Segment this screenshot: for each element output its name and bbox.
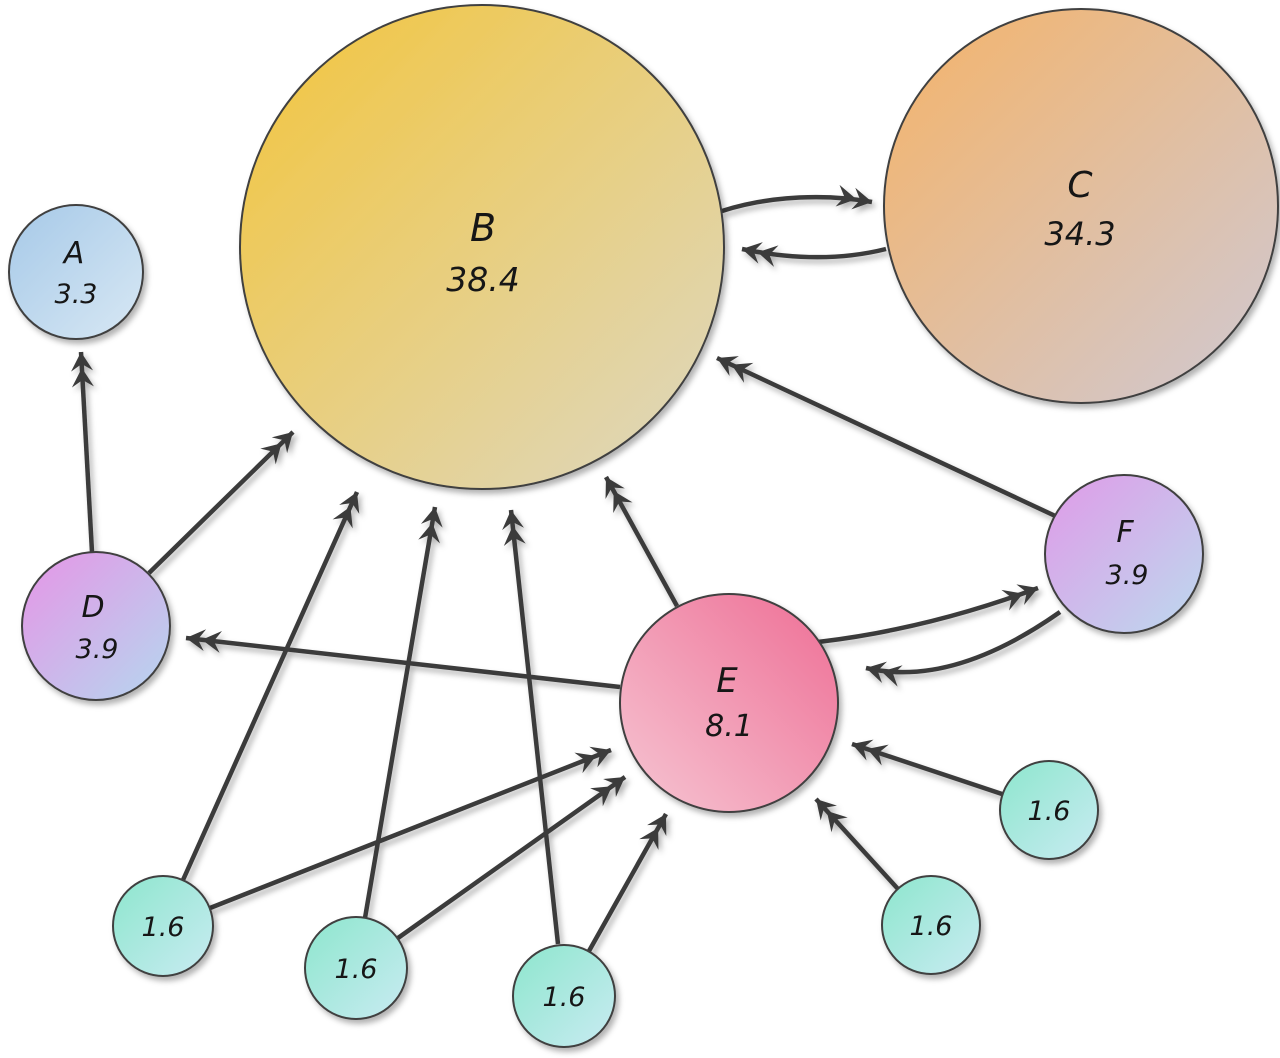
node-C-circle (883, 8, 1279, 404)
node-C-value: 34.3 (1044, 215, 1115, 253)
node-D-value: 3.9 (76, 634, 119, 665)
edge-E-to-D (185, 629, 621, 690)
node-small-1-value: 1.6 (142, 912, 185, 943)
node-small-5-circle (999, 760, 1099, 860)
node-B: B 38.4 (239, 4, 725, 490)
nodes-layer: A 3.3 B 38.4 C 34.3 D 3.9 E 8.1 F 3.9 (8, 4, 1279, 1048)
node-E-value: 8.1 (705, 709, 753, 744)
node-B-label: B (470, 206, 496, 250)
node-D-circle (21, 551, 171, 701)
node-E-circle (619, 593, 839, 813)
node-small-5-value: 1.6 (1028, 796, 1071, 827)
node-A: A 3.3 (8, 204, 144, 340)
node-F-label: F (1116, 515, 1134, 550)
edge-small2-to-E (396, 775, 627, 940)
edge-D-to-B (147, 430, 295, 575)
node-B-value: 38.4 (446, 260, 519, 299)
edge-small4-to-E (814, 797, 900, 891)
node-small-2-value: 1.6 (335, 954, 378, 985)
edge-E-to-F (817, 584, 1039, 645)
edge-small2-to-B (362, 506, 443, 919)
node-E: E 8.1 (619, 593, 839, 813)
node-F-circle (1044, 474, 1204, 634)
node-F: F 3.9 (1044, 474, 1204, 634)
node-C: C 34.3 (883, 8, 1279, 404)
edge-D-to-A (71, 351, 95, 553)
node-small-4-value: 1.6 (910, 911, 953, 942)
edge-small1-to-E (209, 746, 612, 911)
edge-E-to-B (604, 475, 679, 608)
node-small-3-circle (512, 944, 616, 1048)
edge-F-to-B (716, 355, 1067, 524)
edge-small3-to-B (502, 509, 561, 945)
node-small-2: 1.6 (304, 916, 408, 1020)
node-E-label: E (716, 661, 738, 701)
node-small-4-circle (881, 875, 981, 975)
edge-small1-to-B (180, 491, 360, 881)
node-small-1: 1.6 (112, 875, 214, 977)
edge-C-to-B (741, 242, 887, 267)
edge-small3-to-E (587, 812, 668, 953)
node-A-value: 3.3 (55, 279, 98, 310)
edge-small5-to-E (851, 739, 1003, 797)
edges-layer (71, 184, 1067, 953)
node-B-circle (239, 4, 725, 490)
node-small-1-circle (112, 875, 214, 977)
node-small-3-value: 1.6 (543, 982, 586, 1013)
node-D: D 3.9 (21, 551, 171, 701)
node-small-5: 1.6 (999, 760, 1099, 860)
node-small-4: 1.6 (881, 875, 981, 975)
node-A-circle (8, 204, 144, 340)
node-small-2-circle (304, 916, 408, 1020)
node-F-value: 3.9 (1106, 560, 1149, 591)
node-A-label: A (62, 236, 85, 271)
edge-B-to-C (721, 184, 873, 214)
node-C-label: C (1067, 165, 1093, 206)
node-D-label: D (81, 590, 104, 625)
node-small-3: 1.6 (512, 944, 616, 1048)
edge-F-to-E (865, 610, 1062, 687)
